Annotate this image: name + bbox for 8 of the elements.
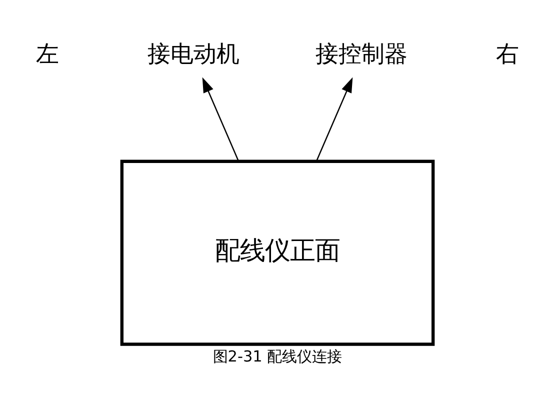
label: 左 — [36, 41, 60, 68]
node-text: 接控制器 — [315, 41, 408, 68]
label: 右 — [496, 41, 519, 68]
caption: 图2-31 配线仪连接 — [212, 347, 342, 366]
node-box: 配线仪正面 — [120, 159, 435, 346]
arrow — [202, 76, 240, 161]
arrow — [316, 76, 353, 161]
node-text: 接电动机 — [148, 41, 240, 68]
